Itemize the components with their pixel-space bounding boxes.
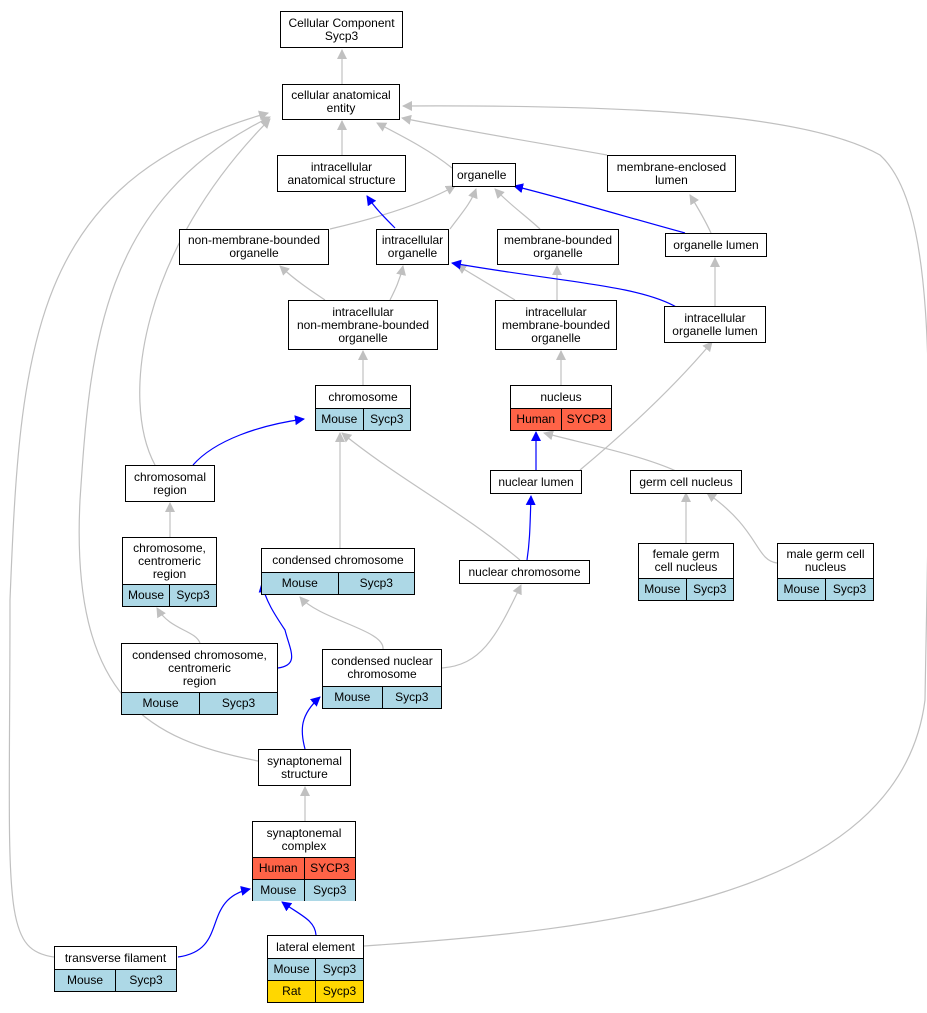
node-nuclear-chromosome[interactable]: nuclear chromosome — [459, 560, 590, 584]
edge-is-a — [494, 188, 541, 230]
edge-is-a — [389, 265, 407, 301]
edge-is-a — [401, 114, 608, 156]
species-row: Mouse Sycp3 — [253, 879, 355, 901]
edge-part-of — [192, 415, 305, 466]
species-row: Mouse Sycp3 — [123, 584, 216, 606]
node-root[interactable]: Cellular Component Sycp3 — [280, 11, 403, 48]
species-label: Mouse — [273, 962, 310, 976]
node-nucleus[interactable]: nucleus Human SYCP3 — [510, 385, 612, 431]
node-organelle[interactable]: organelle — [452, 163, 516, 187]
gene-label: Sycp3 — [169, 585, 216, 606]
species-label: Mouse — [66, 973, 104, 987]
node-synaptonemal-structure[interactable]: synaptonemal structure — [258, 749, 351, 786]
species-row: Mouse Sycp3 — [323, 686, 441, 708]
species-row: Mouse Sycp3 — [262, 572, 414, 594]
gene-label: Sycp3 — [381, 687, 442, 708]
node-male-germ-cell-nucleus[interactable]: male germ cell nucleus Mouse Sycp3 — [777, 543, 874, 601]
edge-part-of — [513, 183, 686, 234]
species-row: Mouse Sycp3 — [55, 969, 176, 991]
edge-part-of — [301, 696, 321, 750]
node-chromosome[interactable]: chromosome Mouse Sycp3 — [315, 385, 411, 431]
node-intracellular-organelle[interactable]: intracellular organelle — [376, 229, 449, 265]
node-nuclear-lumen[interactable]: nuclear lumen — [490, 470, 582, 494]
gene-label: Sycp3 — [825, 579, 873, 600]
edge-part-of — [451, 259, 679, 309]
edge-is-a — [376, 122, 453, 169]
node-membrane-bounded-organelle[interactable]: membrane-bounded organelle — [497, 229, 619, 265]
node-germ-cell-nucleus[interactable]: germ cell nucleus — [630, 470, 742, 494]
edge-is-a — [299, 596, 384, 650]
edge-is-a — [579, 341, 713, 471]
species-row: Mouse Sycp3 — [268, 958, 363, 980]
node-chromosomal-region[interactable]: chromosomal region — [125, 465, 215, 502]
edge-is-a — [689, 194, 712, 234]
gene-label: Sycp3 — [315, 981, 363, 1002]
species-row: Human SYCP3 — [511, 408, 611, 430]
species-label: Mouse — [321, 412, 358, 426]
species-label: Human — [516, 412, 556, 426]
node-membrane-enclosed-lumen[interactable]: membrane-enclosed lumen — [607, 155, 736, 192]
gene-label: SYCP3 — [303, 858, 356, 879]
gene-label: Sycp3 — [199, 693, 277, 714]
species-label: Rat — [282, 984, 301, 998]
edge-is-a — [363, 100, 927, 947]
edge-is-a — [449, 188, 478, 230]
edge-is-a — [341, 432, 521, 561]
node-synaptonemal-complex[interactable]: synaptonemal complex Human SYCP3 Mouse S… — [252, 821, 356, 901]
node-condensed-chromosome-centromeric-region[interactable]: condensed chromosome, centromeric region… — [121, 643, 278, 715]
node-condensed-chromosome[interactable]: condensed chromosome Mouse Sycp3 — [261, 548, 415, 595]
node-female-germ-cell-nucleus[interactable]: female germ cell nucleus Mouse Sycp3 — [638, 543, 734, 601]
node-lateral-element[interactable]: lateral element Mouse Sycp3 Rat Sycp3 — [267, 935, 364, 1003]
species-label: Mouse — [260, 883, 297, 897]
node-non-membrane-bounded-organelle[interactable]: non-membrane-bounded organelle — [179, 229, 329, 265]
species-row: Rat Sycp3 — [268, 980, 363, 1002]
gene-label: Sycp3 — [303, 880, 356, 901]
species-label: Mouse — [783, 582, 820, 596]
species-row: Mouse Sycp3 — [778, 578, 873, 600]
gene-label: Sycp3 — [362, 409, 411, 430]
species-label: Mouse — [281, 576, 318, 590]
gene-label: Sycp3 — [685, 579, 734, 600]
node-condensed-nuclear-chromosome[interactable]: condensed nuclear chromosome Mouse Sycp3 — [322, 649, 442, 709]
edge-part-of — [281, 901, 317, 936]
species-label: Mouse — [334, 690, 371, 704]
edge-is-a — [78, 116, 271, 762]
node-intracellular-nmb-organelle[interactable]: intracellular non-membrane-bounded organ… — [288, 300, 438, 350]
node-cellular-anatomical-entity[interactable]: cellular anatomical entity — [282, 84, 400, 120]
edge-is-a — [441, 584, 522, 669]
species-label: Mouse — [127, 588, 165, 602]
edge-is-a — [8, 110, 269, 958]
edge-part-of — [258, 582, 293, 669]
species-row: Mouse Sycp3 — [316, 408, 410, 430]
edge-part-of — [177, 886, 251, 958]
species-row: Human SYCP3 — [253, 857, 355, 879]
node-intracellular-mb-organelle[interactable]: intracellular membrane-bounded organelle — [495, 300, 617, 350]
species-label: Mouse — [142, 696, 179, 710]
edge-is-a — [706, 492, 778, 564]
gene-label: Sycp3 — [337, 573, 415, 594]
edge-is-a — [139, 118, 271, 466]
gene-label: Sycp3 — [315, 959, 363, 980]
edge-is-a — [456, 264, 516, 301]
edge-is-a — [543, 430, 677, 472]
node-transverse-filament[interactable]: transverse filament Mouse Sycp3 — [54, 946, 177, 992]
edge-is-a — [279, 265, 326, 301]
node-intracellular-anatomical-structure[interactable]: intracellular anatomical structure — [277, 155, 406, 192]
species-label: Human — [258, 861, 298, 875]
species-row: Mouse Sycp3 — [639, 578, 733, 600]
node-intracellular-organelle-lumen[interactable]: intracellular organelle lumen — [664, 306, 766, 343]
gene-label: Sycp3 — [115, 970, 176, 991]
node-organelle-lumen[interactable]: organelle lumen — [665, 233, 767, 257]
node-chromosome-centromeric-region[interactable]: chromosome, centromeric region Mouse Syc… — [122, 537, 217, 607]
edge-part-of — [366, 195, 396, 229]
edge-part-of — [525, 495, 536, 561]
species-label: Mouse — [644, 582, 681, 596]
species-row: Mouse Sycp3 — [122, 692, 277, 714]
edge-is-a — [156, 607, 201, 644]
gene-label: SYCP3 — [560, 409, 612, 430]
edge-is-a — [329, 185, 456, 230]
